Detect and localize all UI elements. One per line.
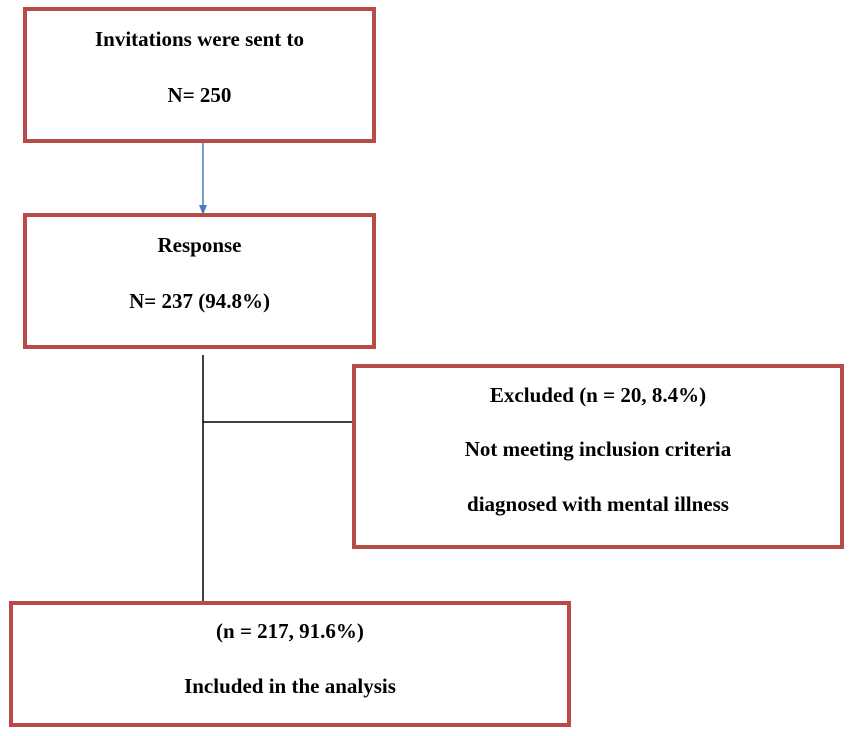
response-count: N= 237 (94.8%) xyxy=(129,289,270,313)
invitations-count: N= 250 xyxy=(167,83,232,107)
response-box: Response N= 237 (94.8%) xyxy=(23,213,376,349)
excluded-title: Excluded (n = 20, 8.4%) xyxy=(489,383,707,407)
response-title: Response xyxy=(157,233,242,257)
excluded-box: Excluded (n = 20, 8.4%) Not meeting incl… xyxy=(352,364,844,549)
included-box: (n = 217, 91.6%) Included in the analysi… xyxy=(9,601,571,727)
included-label: Included in the analysis xyxy=(184,674,396,698)
excluded-reason-inclusion-criteria: Not meeting inclusion criteria xyxy=(464,437,732,461)
excluded-reason-mental-illness: diagnosed with mental illness xyxy=(467,492,729,516)
invitations-title: Invitations were sent to xyxy=(94,27,304,51)
included-count: (n = 217, 91.6%) xyxy=(216,619,364,643)
invitations-box: Invitations were sent to N= 250 xyxy=(23,7,376,143)
